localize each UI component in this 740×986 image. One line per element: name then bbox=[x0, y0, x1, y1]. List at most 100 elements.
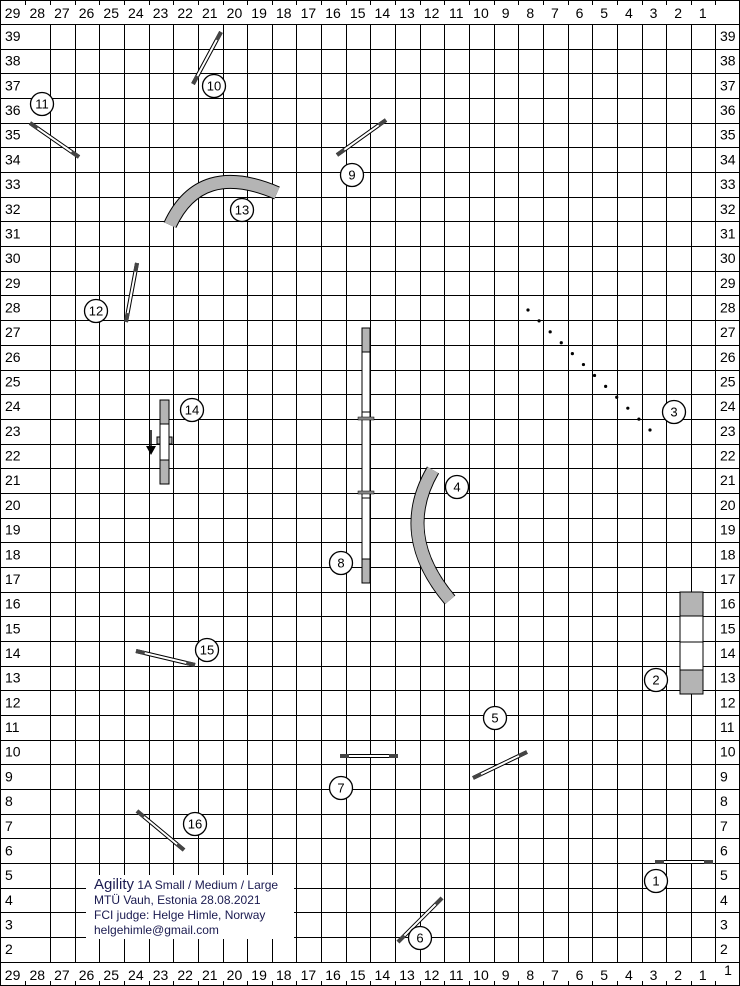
row-label: 38 bbox=[5, 53, 21, 69]
jump-wing bbox=[396, 934, 406, 944]
column-label: 21 bbox=[202, 5, 218, 21]
row-label: 21 bbox=[720, 472, 736, 488]
row-label: 20 bbox=[720, 497, 736, 513]
number-circle bbox=[182, 811, 208, 837]
column-label: 21 bbox=[202, 967, 218, 983]
number-circle bbox=[229, 197, 255, 223]
number-circle bbox=[194, 637, 220, 663]
jump bbox=[28, 121, 81, 159]
row-label: 16 bbox=[720, 596, 736, 612]
obstacle-number: 4 bbox=[453, 480, 460, 495]
row-label: 12 bbox=[5, 694, 21, 710]
row-label: 30 bbox=[5, 250, 21, 266]
column-label: 18 bbox=[276, 967, 292, 983]
jump-wing bbox=[214, 31, 223, 41]
weave-pole bbox=[526, 308, 530, 312]
column-label: 14 bbox=[375, 5, 391, 21]
row-label: 4 bbox=[5, 892, 13, 908]
column-label: 6 bbox=[576, 5, 584, 21]
weave-pole bbox=[648, 428, 652, 432]
row-label: 38 bbox=[720, 53, 736, 69]
row-label: 4 bbox=[720, 892, 728, 908]
column-label: 16 bbox=[325, 967, 341, 983]
seesaw bbox=[156, 399, 173, 485]
obstacle-number: 2 bbox=[652, 673, 659, 688]
jump-wing bbox=[28, 121, 39, 130]
column-label: 13 bbox=[399, 967, 415, 983]
obstacle-number-4: 4 bbox=[444, 474, 470, 500]
obstacle-number: 16 bbox=[188, 817, 202, 832]
obstacle-number: 6 bbox=[416, 931, 423, 946]
column-label: 12 bbox=[424, 5, 440, 21]
column-label: 25 bbox=[103, 5, 119, 21]
number-circle bbox=[661, 399, 687, 425]
row-label: 39 bbox=[720, 28, 736, 44]
weave-pole bbox=[581, 362, 586, 367]
row-label: 18 bbox=[720, 546, 736, 562]
column-label: 26 bbox=[79, 5, 95, 21]
jump bbox=[191, 31, 223, 85]
row-label: 26 bbox=[5, 349, 21, 365]
row-label: 14 bbox=[720, 645, 736, 661]
obstacle-number-6: 6 bbox=[407, 925, 433, 951]
row-label: 12 bbox=[720, 694, 736, 710]
weave-pole bbox=[548, 330, 552, 334]
weave-pole bbox=[615, 395, 619, 399]
row-label: 31 bbox=[5, 225, 21, 241]
weave-pole bbox=[537, 319, 541, 323]
weave-pole bbox=[626, 406, 630, 410]
row-label: 29 bbox=[720, 275, 736, 291]
column-label: 28 bbox=[29, 5, 45, 21]
column-label: 14 bbox=[375, 967, 391, 983]
row-label: 39 bbox=[5, 28, 21, 44]
obstacle-number-9: 9 bbox=[339, 162, 365, 188]
row-label: 11 bbox=[5, 719, 20, 735]
obstacle-number: 12 bbox=[89, 304, 103, 319]
number-circle bbox=[407, 925, 433, 951]
jump-wing bbox=[124, 312, 130, 323]
column-label: 20 bbox=[227, 5, 243, 21]
column-label: 9 bbox=[502, 5, 510, 21]
jump bbox=[124, 262, 139, 323]
weave-pole bbox=[637, 417, 641, 421]
row-label: 21 bbox=[5, 472, 21, 488]
jump bbox=[135, 809, 186, 852]
obstacle-number: 11 bbox=[35, 97, 49, 112]
row-label: 2 bbox=[5, 941, 13, 957]
column-label: 2 bbox=[674, 5, 682, 21]
obstacle-number: 8 bbox=[337, 556, 344, 571]
column-label: 29 bbox=[5, 967, 21, 983]
row-label: 3 bbox=[5, 916, 13, 932]
row-label: 6 bbox=[5, 842, 13, 858]
column-label: 12 bbox=[424, 967, 440, 983]
column-label: 27 bbox=[54, 967, 70, 983]
row-label: 19 bbox=[5, 522, 21, 538]
column-label: 3 bbox=[650, 967, 658, 983]
obstacle-number-12: 12 bbox=[83, 298, 109, 324]
column-label: 4 bbox=[625, 5, 633, 21]
weave-pole bbox=[592, 373, 597, 378]
column-label: 6 bbox=[576, 967, 584, 983]
column-label: 13 bbox=[399, 5, 415, 21]
column-label: 7 bbox=[551, 967, 559, 983]
row-label: 36 bbox=[5, 102, 21, 118]
row-label: 5 bbox=[720, 867, 728, 883]
row-label: 1 bbox=[724, 962, 732, 978]
obstacle-number: 13 bbox=[235, 203, 249, 218]
column-label: 2 bbox=[674, 967, 682, 983]
column-label: 16 bbox=[325, 5, 341, 21]
direction-arrow-icon bbox=[146, 430, 156, 455]
jump-wing bbox=[377, 118, 388, 127]
course-judge: FCI judge: Helge Himle, Norway bbox=[94, 908, 266, 922]
column-label: 8 bbox=[526, 5, 534, 21]
row-label: 8 bbox=[5, 793, 13, 809]
column-label: 26 bbox=[79, 967, 95, 983]
obstacle-number-7: 7 bbox=[328, 775, 354, 801]
course-info: Agility 1A Small / Medium / Large MTÜ Va… bbox=[86, 875, 294, 939]
row-label: 28 bbox=[5, 299, 21, 315]
jump-wing bbox=[70, 150, 81, 159]
column-label: 17 bbox=[301, 967, 317, 983]
column-label: 17 bbox=[301, 5, 317, 21]
row-label: 25 bbox=[5, 374, 21, 390]
weave-pole bbox=[559, 341, 563, 345]
